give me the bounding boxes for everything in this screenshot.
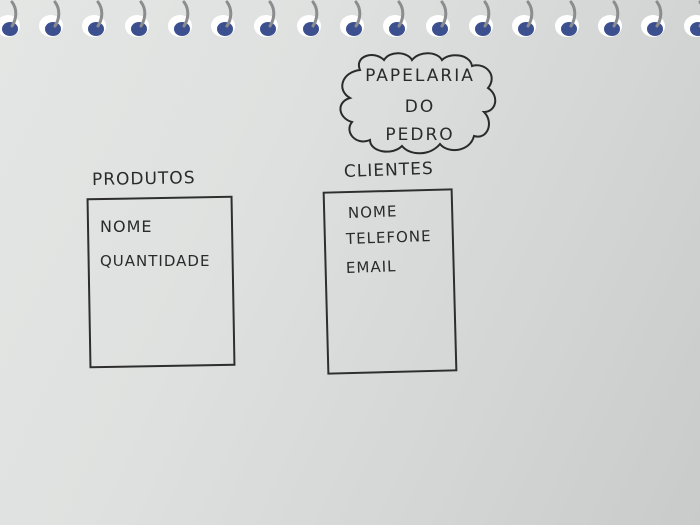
spiral-hole-shadow <box>260 22 276 36</box>
spiral-hole-shadow <box>389 22 405 36</box>
spiral-hole-shadow <box>475 22 491 36</box>
spiral-hole-shadow <box>647 22 663 36</box>
attribute-clientes-telefone: TELEFONE <box>345 227 432 248</box>
spiral-hole-shadow <box>131 22 147 36</box>
attribute-produtos-nome: NOME <box>100 217 153 236</box>
spiral-wire <box>10 0 18 28</box>
spiral-wire <box>53 0 61 28</box>
spiral-wire <box>483 0 491 28</box>
spiral-hole-shadow <box>2 22 18 36</box>
attribute-clientes-nome: NOME <box>347 202 398 222</box>
spiral-wire <box>655 0 663 28</box>
spiral-wire <box>268 0 276 28</box>
spiral-binding <box>0 0 700 37</box>
entity-name-clientes: CLIENTES <box>343 158 435 182</box>
spiral-wire <box>440 0 448 28</box>
spiral-wire <box>397 0 405 28</box>
spiral-hole-shadow <box>604 22 620 36</box>
spiral-hole-shadow <box>432 22 448 36</box>
spiral-hole-shadow <box>217 22 233 36</box>
spiral-wire <box>311 0 319 28</box>
spiral-wire <box>569 0 577 28</box>
spiral-hole-shadow <box>346 22 362 36</box>
title-line-3: PEDRO <box>385 125 455 145</box>
spiral-wire <box>225 0 233 28</box>
attribute-produtos-quantidade: QUANTIDADE <box>100 252 211 270</box>
spiral-wire <box>526 0 534 28</box>
spiral-hole-shadow <box>45 22 61 36</box>
title-line-2: DO <box>404 97 436 117</box>
spiral-hole-shadow <box>690 22 700 36</box>
spiral-hole-shadow <box>174 22 190 36</box>
spiral-wire <box>612 0 620 28</box>
spiral-hole-shadow <box>303 22 319 36</box>
spiral-hole-shadow <box>561 22 577 36</box>
title-line-1: PAPELARIA <box>365 66 475 86</box>
spiral-wire <box>182 0 190 28</box>
spiral-wire <box>139 0 147 28</box>
title-cloud <box>339 52 497 155</box>
entity-name-produtos: PRODUTOS <box>91 168 196 190</box>
spiral-hole-shadow <box>518 22 534 36</box>
spiral-wire <box>354 0 362 28</box>
spiral-hole-shadow <box>88 22 104 36</box>
spiral-wire <box>96 0 104 28</box>
attribute-clientes-email: EMAIL <box>345 257 397 277</box>
